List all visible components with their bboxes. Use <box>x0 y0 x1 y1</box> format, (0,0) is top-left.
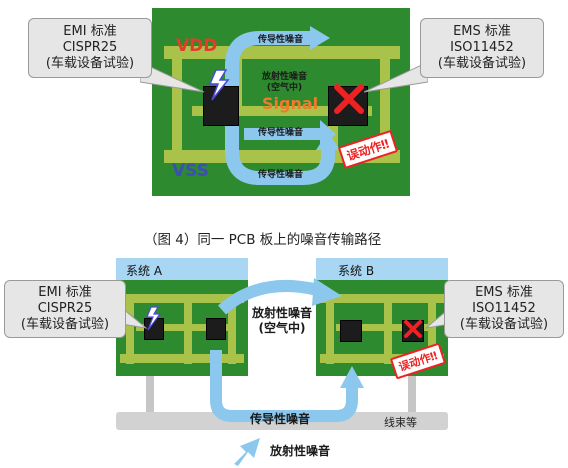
fig5-ems-standard-note: (车载设备试验) <box>459 317 549 332</box>
noise-arrows <box>225 26 340 185</box>
fig5-emi-standard-code: CISPR25 <box>37 301 93 316</box>
ems-standard-code: ISO11452 <box>450 40 514 55</box>
ems-standard-note: (车载设备试验) <box>437 56 527 71</box>
radiated-noise-air-line2: (空气中) <box>258 321 306 335</box>
emi-callout: EMI 标准 CISPR25 (车载设备试验) <box>28 18 152 78</box>
emi-standard-note: (车载设备试验) <box>45 56 135 71</box>
system-b-chip <box>340 320 362 342</box>
radiated-noise-air-label: 放射性噪音 (空气中) <box>252 306 312 336</box>
victim-chip <box>328 86 368 126</box>
fig5-emi-callout-pointer <box>122 307 148 329</box>
ems-standard-label: EMS 标准 <box>453 24 511 39</box>
radiated-noise-line2: (空气中) <box>266 83 303 93</box>
conducted-noise-top-label: 传导性噪音 <box>258 35 304 45</box>
system-a-label: 系统 A <box>126 264 163 278</box>
harness-label: 线束等 <box>384 416 417 429</box>
system-a-lightning-icon <box>146 306 162 331</box>
system-a-chip <box>206 318 226 340</box>
fig5-ems-standard-label: EMS 标准 <box>475 285 533 300</box>
emi-standard-code: CISPR25 <box>62 40 118 55</box>
system-a-traces <box>120 294 244 364</box>
lightning-icon <box>208 69 230 101</box>
fig5-emi-callout: EMI 标准 CISPR25 (车载设备试验) <box>4 280 126 338</box>
figure4-caption: （图 4）同一 PCB 板上的噪音传输路径 <box>144 232 382 248</box>
conducted-noise-mid-label: 传导性噪音 <box>258 128 304 138</box>
conducted-noise-label: 传导性噪音 <box>250 412 311 426</box>
fig5-emi-standard-note: (车载设备试验) <box>20 317 110 332</box>
radiated-noise-bottom-label: 放射性噪音 <box>270 444 331 458</box>
system-b-x-icon <box>404 320 422 338</box>
system-a-post-left <box>146 376 154 416</box>
radiated-noise-label: 放射性噪音 (空气中) <box>262 72 307 94</box>
vdd-label: VDD <box>176 36 218 56</box>
fig5-emi-standard-label: EMI 标准 <box>38 285 92 300</box>
radiated-noise-air-line1: 放射性噪音 <box>252 306 313 320</box>
emi-callout-pointer <box>140 61 205 93</box>
vss-label: VSS <box>172 161 209 181</box>
emi-standard-label: EMI 标准 <box>63 24 117 39</box>
radiated-up-arrow <box>234 438 260 466</box>
ems-callout: EMS 标准 ISO11452 (车载设备试验) <box>420 18 544 78</box>
system-b-post-right <box>408 376 416 416</box>
malfunction-x-icon <box>334 84 364 114</box>
conducted-noise-bottom-label: 传导性噪音 <box>258 170 304 180</box>
system-b-label: 系统 B <box>338 264 375 278</box>
radiated-arc-arrow <box>218 278 342 315</box>
ems-callout-pointer <box>363 61 428 93</box>
fig5-ems-standard-code: ISO11452 <box>472 301 536 316</box>
system-b-traces <box>320 294 444 364</box>
radiated-noise-line1: 放射性噪音 <box>262 72 308 82</box>
conducted-path-arrow <box>210 350 364 422</box>
fig5-ems-callout: EMS 标准 ISO11452 (车载设备试验) <box>444 280 564 338</box>
signal-label: Signal <box>262 94 319 113</box>
